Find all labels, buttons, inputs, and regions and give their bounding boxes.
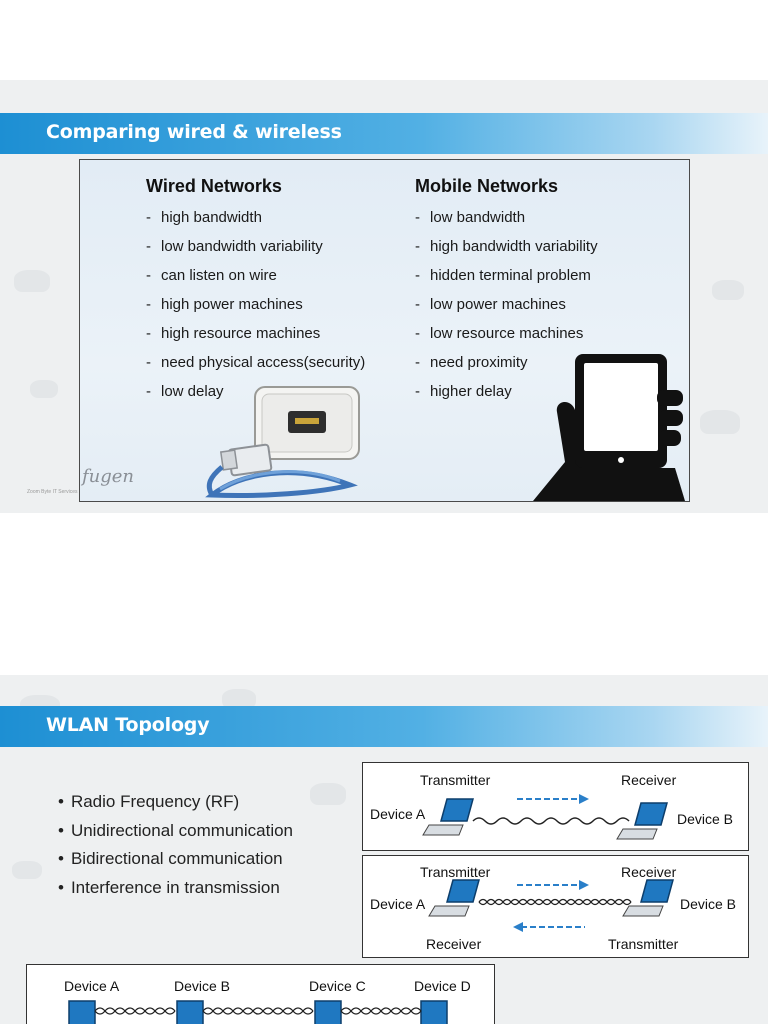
laptop-icon (622, 879, 674, 917)
bidirectional-diagram: Transmitter Receiver Device A Device B R… (362, 855, 749, 958)
dash-marker: - (415, 209, 420, 226)
laptop-icon (68, 1000, 96, 1024)
device-b-label: Device B (680, 896, 737, 912)
cloud-decoration (222, 689, 256, 709)
mobile-item: -hidden terminal problem (415, 267, 591, 284)
dash-marker: - (415, 354, 420, 371)
mobile-item: -low resource machines (415, 325, 583, 342)
dash-marker: - (146, 383, 151, 400)
wired-item: -low delay (146, 383, 224, 400)
wired-item: -low bandwidth variability (146, 238, 323, 255)
mobile-tablet-icon (533, 354, 685, 501)
wired-item-text: low bandwidth variability (161, 238, 323, 255)
receiver-top-label: Receiver (621, 864, 677, 880)
mobile-item: -low bandwidth (415, 209, 525, 226)
multi-device-diagram: Device A Device B Device C Device D (26, 964, 495, 1024)
cloud-decoration (700, 410, 740, 434)
dash-marker: - (146, 325, 151, 342)
receiver-bottom-label: Receiver (426, 936, 482, 952)
comparison-panel: Wired Networks Mobile Networks -high ban… (79, 159, 690, 502)
dash-marker: - (415, 267, 420, 284)
cloud-decoration (12, 861, 42, 879)
unidirectional-diagram: Transmitter Receiver Device A Device B (362, 762, 749, 851)
laptop-icon (176, 1000, 204, 1024)
mobile-item-text: hidden terminal problem (430, 267, 591, 284)
bullet-item: Radio Frequency (RF) (58, 791, 293, 820)
bullet-item: Bidirectional communication (58, 848, 293, 877)
brand-logo: fugen (82, 466, 135, 487)
wired-item: -high bandwidth (146, 209, 262, 226)
mobile-item-text: higher delay (430, 383, 512, 400)
slide-comparing-wired-wireless: Comparing wired & wireless Wired Network… (0, 80, 768, 513)
cloud-decoration (14, 270, 50, 292)
mobile-item-text: high bandwidth variability (430, 238, 598, 255)
mobile-item: -low power machines (415, 296, 566, 313)
mobile-item-text: need proximity (430, 354, 528, 371)
wired-item-text: high power machines (161, 296, 303, 313)
dash-marker: - (415, 325, 420, 342)
cloud-decoration (712, 280, 744, 300)
device-a-label: Device A (370, 806, 426, 822)
bidirectional-graphic (428, 879, 674, 932)
device-d-label: Device D (414, 978, 471, 994)
laptop-icon (616, 802, 668, 840)
receiver-label: Receiver (621, 772, 677, 788)
wired-item: -high resource machines (146, 325, 320, 342)
slide-wlan-topology: WLAN Topology Radio Frequency (RF) Unidi… (0, 675, 768, 1024)
device-c-label: Device C (309, 978, 366, 994)
dash-marker: - (415, 296, 420, 313)
dash-marker: - (415, 238, 420, 255)
transmitter-label: Transmitter (420, 772, 491, 788)
ethernet-cable-icon (205, 386, 360, 499)
bullet-item: Unidirectional communication (58, 820, 293, 849)
footer-text: Zoom Byte IT Services (27, 489, 78, 495)
multi-device-graphic (68, 1000, 448, 1024)
slide-title: WLAN Topology (46, 714, 210, 736)
wired-item: -high power machines (146, 296, 303, 313)
wired-item-text: high bandwidth (161, 209, 262, 226)
wired-item-text: high resource machines (161, 325, 321, 342)
mobile-item: -higher delay (415, 383, 512, 400)
mobile-item-text: low power machines (430, 296, 566, 313)
laptop-icon (428, 879, 480, 917)
cloud-decoration (30, 380, 58, 398)
laptop-icon (314, 1000, 342, 1024)
wired-item: -can listen on wire (146, 267, 277, 284)
unidirectional-graphic (422, 794, 668, 840)
mobile-item-text: low resource machines (430, 325, 584, 342)
device-b-label: Device B (677, 811, 734, 827)
mobile-heading: Mobile Networks (415, 176, 559, 196)
bullet-list: Radio Frequency (RF) Unidirectional comm… (58, 791, 293, 905)
wired-item-text: low delay (161, 383, 224, 400)
dash-marker: - (146, 267, 151, 284)
laptop-icon (420, 1000, 448, 1024)
cloud-decoration (310, 783, 346, 805)
wired-item: -need physical access(security) (146, 354, 365, 371)
bullet-item: Interference in transmission (58, 877, 293, 906)
device-a-label: Device A (64, 978, 120, 994)
slide-title: Comparing wired & wireless (46, 121, 342, 143)
wired-item-text: can listen on wire (161, 267, 277, 284)
mobile-item-text: low bandwidth (430, 209, 526, 226)
dash-marker: - (146, 238, 151, 255)
title-bar: Comparing wired & wireless (0, 113, 768, 154)
dash-marker: - (415, 383, 420, 400)
title-bar: WLAN Topology (0, 706, 768, 747)
mobile-item: -high bandwidth variability (415, 238, 598, 255)
wired-heading: Wired Networks (146, 176, 282, 196)
laptop-icon (422, 798, 474, 836)
wired-item-text: need physical access(security) (161, 354, 366, 371)
transmitter-top-label: Transmitter (420, 864, 491, 880)
device-b-label: Device B (174, 978, 231, 994)
dash-marker: - (146, 209, 151, 226)
dash-marker: - (146, 354, 151, 371)
device-a-label: Device A (370, 896, 426, 912)
dash-marker: - (146, 296, 151, 313)
mobile-item: -need proximity (415, 354, 528, 371)
transmitter-bottom-label: Transmitter (608, 936, 679, 952)
